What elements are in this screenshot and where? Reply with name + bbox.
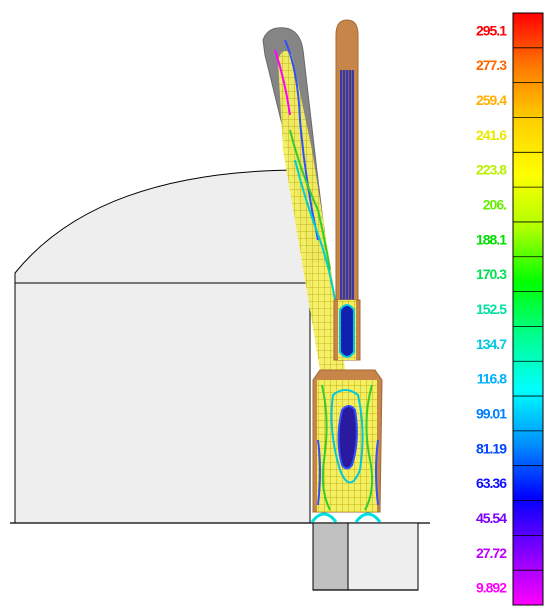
color-bar-label: 152.5	[476, 301, 507, 317]
lower-chamber-contour-green	[321, 384, 374, 511]
color-bar-label: 206.	[483, 197, 506, 213]
color-bar-label: 259.4	[476, 92, 507, 108]
lower-chamber-contour-blue	[317, 439, 379, 506]
color-bar-label: 81.19	[476, 440, 507, 456]
color-bar-label: 116.8	[477, 371, 507, 387]
vessel-dome	[14, 169, 311, 284]
color-bar-label: 63.36	[476, 475, 507, 491]
inclined-tube-contour-cyan	[294, 159, 336, 301]
color-bar-label: 188.1	[476, 231, 507, 247]
lower-chamber	[312, 369, 383, 513]
base-contour-arcs	[310, 512, 382, 523]
color-bar-ticks	[513, 47, 543, 571]
color-bar-label: 295.1	[476, 22, 507, 38]
inclined-tube-contour-blue	[284, 39, 319, 241]
color-bar-label: 134.7	[476, 336, 507, 352]
color-bar-label: 9.892	[476, 580, 507, 596]
vertical-tube-contour	[339, 304, 355, 358]
color-bar-label: 241.6	[476, 127, 507, 143]
lower-chamber-contour-cyan	[330, 389, 364, 484]
lower-chamber-core	[337, 405, 358, 470]
color-bar-label: 170.3	[476, 266, 507, 282]
base-arc-right	[354, 512, 382, 523]
base-block-right	[347, 522, 419, 591]
color-bar-label: 277.3	[476, 57, 507, 73]
color-bar-label: 27.72	[476, 545, 507, 561]
vertical-tube	[333, 19, 361, 361]
color-bar-labels: 295.1 277.3 259.4 241.6 223.8 206. 188.1 170.3 1…	[476, 22, 508, 596]
color-bar-label: 99.01	[476, 405, 507, 421]
inclined-tube-contour-magenta	[274, 49, 291, 116]
color-legend: 295.1 277.3 259.4 241.6 223.8 206. 188.1 170.3 1…	[476, 12, 544, 606]
inclined-tube	[262, 27, 345, 370]
base-arc-left	[310, 512, 338, 523]
vessel-body	[14, 169, 311, 524]
base-block-left	[312, 522, 349, 591]
color-bar	[512, 12, 544, 606]
vertical-tube-mesh	[340, 70, 354, 300]
color-bar-label: 223.8	[476, 162, 507, 178]
inclined-tube-contour-green	[289, 129, 331, 271]
vessel-lower	[14, 282, 311, 524]
color-bar-label: 45.54	[476, 510, 507, 526]
